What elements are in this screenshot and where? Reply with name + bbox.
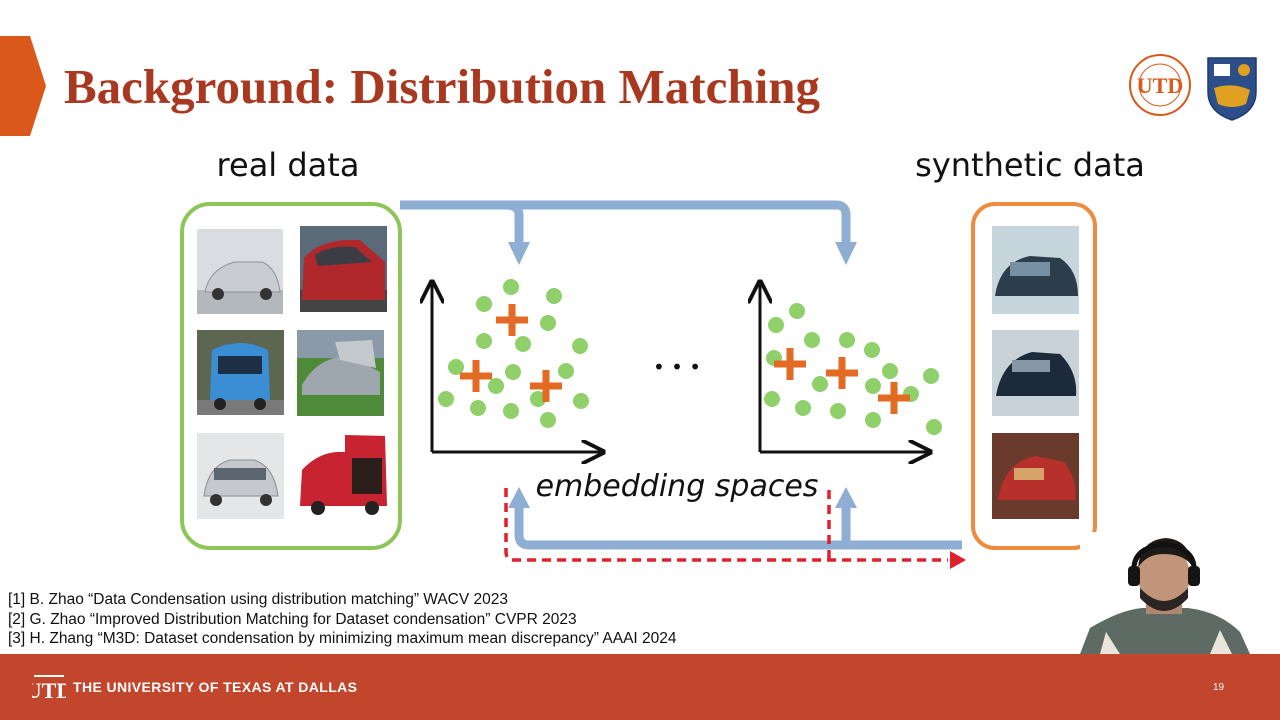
embedding-space-2-synthetic-points [774,348,910,414]
space1-real-point-3 [476,296,492,312]
space2-real-point-11 [795,400,811,416]
space2-synthetic-point-3 [878,382,910,414]
slide-title: Background: Distribution Matching [64,59,820,114]
space2-real-point-1 [789,303,805,319]
university-name: THE UNIVERSITY OF TEXAS AT DALLAS [73,679,358,695]
space2-real-point-7 [812,376,828,392]
embedding-space-1-real-points [438,279,589,428]
embedding-space-1-synthetic-points [460,304,562,402]
space2-real-point-2 [768,317,784,333]
real-data-label: real data [217,146,360,184]
utd-logo-text: UTD [32,678,66,703]
space1-real-point-1 [503,279,519,295]
space1-real-point-15 [503,403,519,419]
real-car-image-6 [300,433,387,519]
presenter-webcam [1080,532,1250,654]
real-car-image-5 [197,433,284,519]
embedding-spaces-label: embedding spaces [536,469,819,504]
university-logos: UTD [1129,54,1257,121]
utd-seal-logo: UTD [1129,54,1191,116]
real-car-image-1 [197,229,283,314]
embedding-space-1 [432,279,603,452]
real-data-box [180,202,402,550]
synthetic-data-label: synthetic data [915,146,1145,184]
embedding-space-2 [760,282,942,452]
space2-synthetic-point-2 [826,357,858,389]
space2-synthetic-point-1 [774,348,806,380]
space2-real-point-12 [830,403,846,419]
space1-real-point-5 [476,333,492,349]
gradient-arrowhead [950,551,966,569]
space2-real-point-3 [804,332,820,348]
space1-synthetic-point-3 [530,370,562,402]
space2-real-point-6 [864,342,880,358]
space1-real-point-17 [540,412,556,428]
crest-logo [1207,57,1257,121]
gradient-dashed-arrow [504,488,948,562]
space1-real-point-13 [470,400,486,416]
space1-real-point-6 [515,336,531,352]
space2-real-point-8 [882,363,898,379]
space1-real-point-2 [546,288,562,304]
space2-real-point-4 [839,332,855,348]
space2-real-point-16 [926,419,942,435]
page-number: 19 [1213,682,1225,693]
flow-arrowheads-bottom [508,487,857,508]
synthetic-car-image-1 [992,226,1079,314]
utd-footer-logo: UTD [32,675,66,703]
space1-real-point-10 [558,363,574,379]
space2-real-point-13 [865,378,881,394]
space2-real-point-9 [923,368,939,384]
embedding-space-2-real-points [764,303,942,435]
real-car-image-3 [197,330,284,415]
real-car-image-2 [300,226,387,312]
space1-real-point-12 [488,378,504,394]
space1-real-point-7 [572,338,588,354]
space2-real-point-10 [764,391,780,407]
reference-2: [2] G. Zhao “Improved Distribution Match… [8,610,577,628]
slide-footer [0,654,1280,720]
synthetic-car-image-3 [992,433,1079,519]
title-accent-tab [0,36,46,136]
flow-arrows-top [400,200,851,244]
space1-real-point-8 [448,359,464,375]
space1-synthetic-point-2 [460,360,492,392]
reference-3: [3] H. Zhang “M3D: Dataset condensation … [8,630,677,647]
space1-synthetic-point-1 [496,304,528,336]
real-car-image-4 [297,330,384,416]
space1-real-point-9 [505,364,521,380]
space1-real-point-4 [540,315,556,331]
reference-1: [1] B. Zhao “Data Condensation using dis… [8,591,508,608]
svg-text:UTD: UTD [1137,73,1183,98]
space2-real-point-15 [865,412,881,428]
flow-arrowheads-top [508,242,857,265]
space1-real-point-14 [530,391,546,407]
synthetic-car-image-2 [992,330,1079,416]
flow-arrow-bottom [514,505,962,550]
synthetic-data-box [971,202,1097,550]
reference-list: [1] B. Zhao “Data Condensation using dis… [8,590,677,649]
space1-real-point-11 [438,391,454,407]
space1-real-point-16 [573,393,589,409]
ellipsis: • • • [653,355,701,379]
